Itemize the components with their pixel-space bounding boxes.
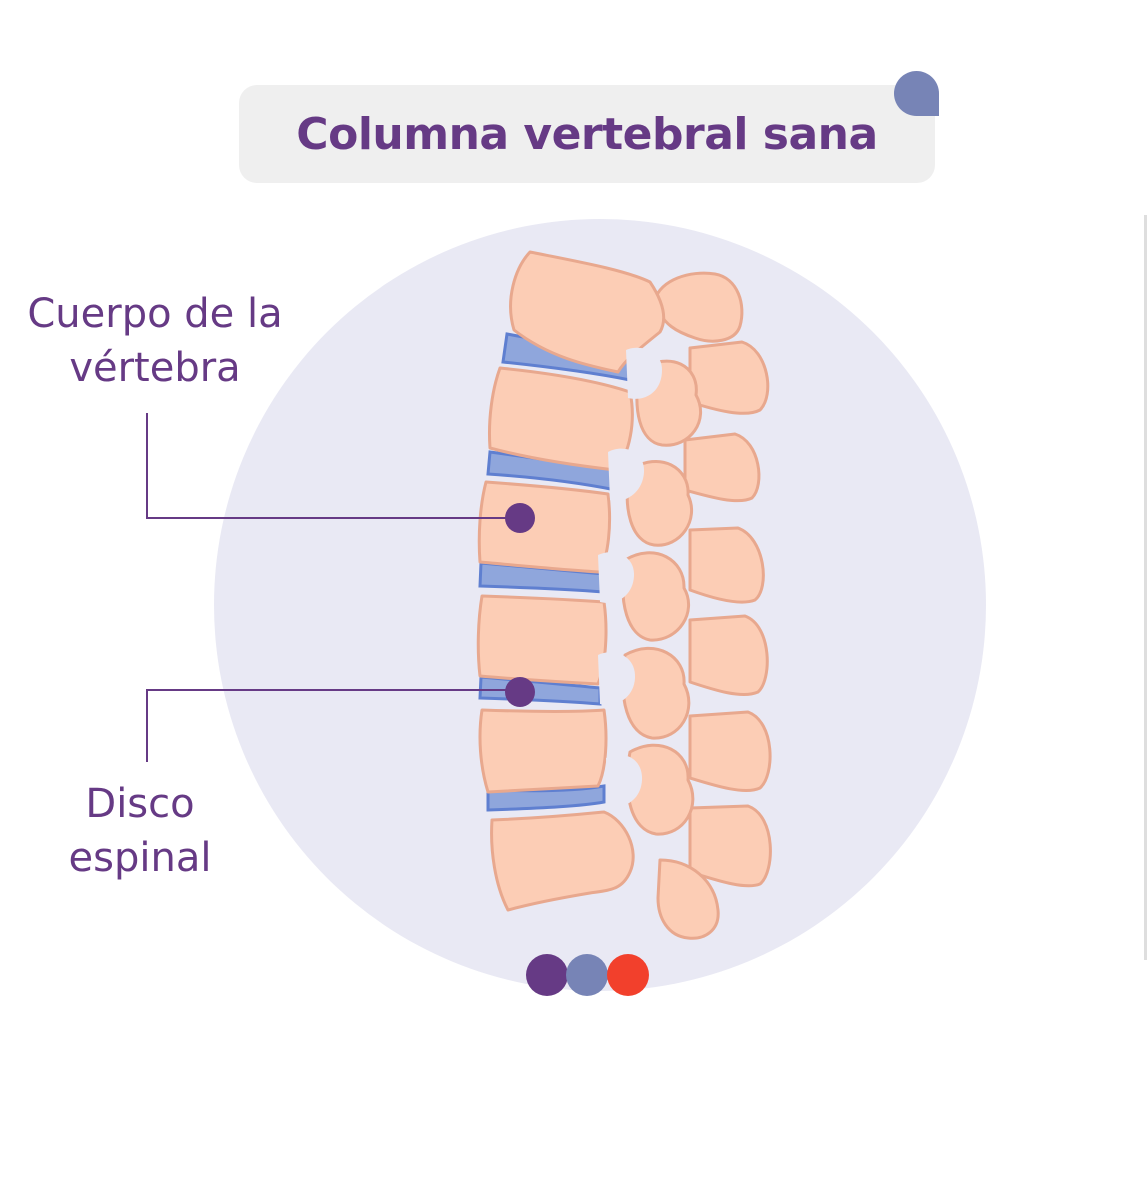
title-banner: Columna vertebral sana xyxy=(239,85,935,183)
vertebra-body-label-line1: Cuerpo de la xyxy=(27,291,283,337)
corner-badge-icon xyxy=(894,71,939,116)
spinal-disc-label: Disco espinal xyxy=(40,777,240,885)
posterior-processes xyxy=(621,271,772,940)
spinal-disc-label-line2: espinal xyxy=(68,835,212,881)
disc-callout-line xyxy=(146,689,520,762)
vertebra-callout-line xyxy=(146,413,520,519)
vertebra-body-label-line2: vértebra xyxy=(69,345,241,391)
spinal-disc-label-line1: Disco xyxy=(85,781,195,827)
vertebra-body-label: Cuerpo de la vértebra xyxy=(20,287,290,395)
palette-dots-icon xyxy=(526,954,649,996)
disc-marker xyxy=(505,677,535,707)
spinal-foramina xyxy=(598,347,662,807)
vertebra-marker xyxy=(505,503,535,533)
divider xyxy=(1144,215,1147,960)
page-title: Columna vertebral sana xyxy=(296,108,878,160)
vertebral-bodies xyxy=(476,250,666,912)
